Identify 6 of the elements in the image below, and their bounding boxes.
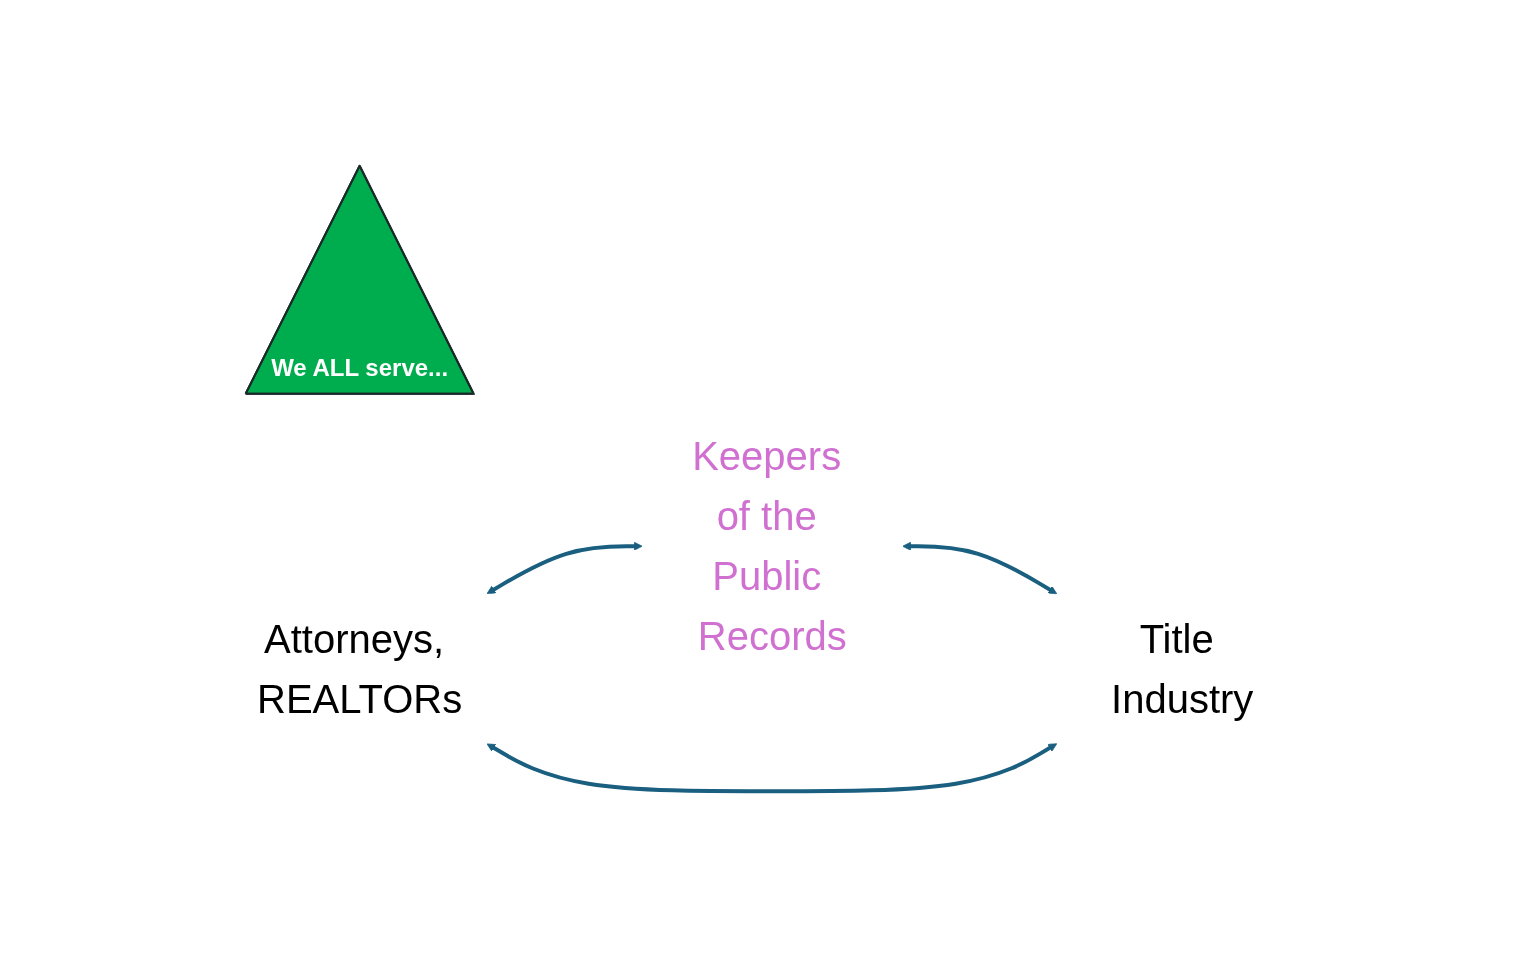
node-text: Title Industry bbox=[1110, 616, 1254, 721]
arrow bbox=[486, 743, 1057, 794]
arrow bbox=[486, 541, 643, 594]
node-text: Attorneys, REALTORs bbox=[256, 616, 463, 721]
arrow bbox=[902, 541, 1057, 595]
node-text: Keepers of the Public Records bbox=[692, 434, 847, 659]
